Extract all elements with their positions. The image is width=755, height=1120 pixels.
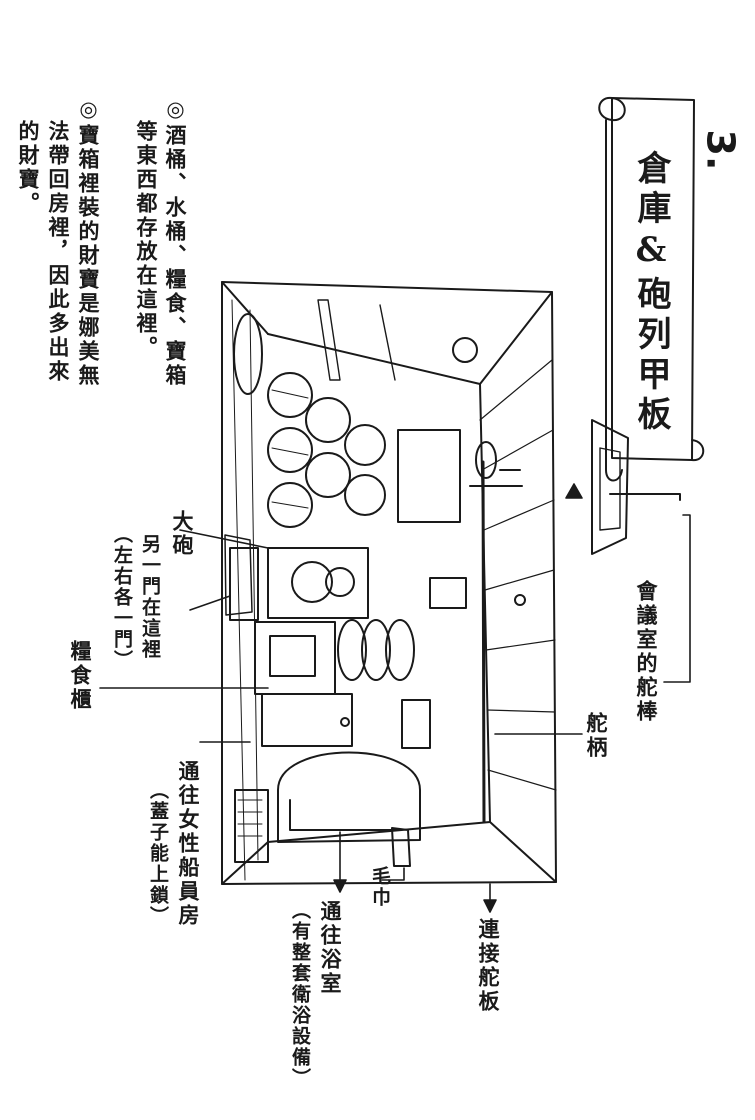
barrels <box>267 372 386 528</box>
wall-plaque <box>401 699 431 749</box>
page-title: 倉庫&砲列甲板 <box>631 150 671 436</box>
note-line-2: 等東西都存放在這裡。 <box>134 96 159 360</box>
label-cannon: 大砲 <box>170 510 195 558</box>
plates <box>337 619 415 681</box>
label-cannon-note-1: 另一門在這裡 <box>139 534 161 660</box>
label-to-bathroom: 通往浴室 <box>318 900 343 996</box>
lantern <box>429 577 526 609</box>
label-to-female-crew: 通往女性船員房 <box>176 760 201 928</box>
label-helm: 舵柄 <box>584 712 609 760</box>
door-to-female-crew <box>277 751 421 843</box>
wall-picture <box>397 429 461 523</box>
meeting-helm-funnel <box>591 419 681 555</box>
step-number: 3. <box>698 129 743 171</box>
label-bathroom-note: （有整套衛浴設備） <box>289 900 311 1089</box>
label-towel: 毛巾 <box>369 866 391 908</box>
note-line-4: 法帶回房裡，因此多出來 <box>46 96 71 384</box>
label-connect-helm-deck: 連接舵板 <box>476 918 501 1014</box>
label-lid-note: （蓋子能上鎖） <box>147 780 169 927</box>
note-line-5: 的財寶。 <box>16 96 41 216</box>
leader-lines <box>99 483 691 913</box>
label-meeting-room-helm: 會議室的舵棒 <box>634 580 659 724</box>
label-cannon-note-2: （左右各一門） <box>111 524 133 671</box>
treasure-chest <box>254 621 336 695</box>
note-line-3: ◎寶箱裡裝的財寶是娜美無 <box>76 96 101 388</box>
towel-sketch <box>391 827 411 867</box>
food-cabinet-sketch <box>261 693 353 747</box>
room-frame <box>221 281 557 885</box>
ceiling-hatch <box>233 313 263 395</box>
label-food-cabinet: 糧食櫃 <box>68 640 93 712</box>
porthole <box>452 337 478 363</box>
helm-pole <box>469 441 523 824</box>
bathroom-hatch <box>234 789 269 863</box>
note-line-1: ◎酒桶、水桶、糧食、寶箱 <box>163 96 188 388</box>
title-scroll <box>598 96 705 482</box>
ceiling-oar <box>317 299 341 381</box>
